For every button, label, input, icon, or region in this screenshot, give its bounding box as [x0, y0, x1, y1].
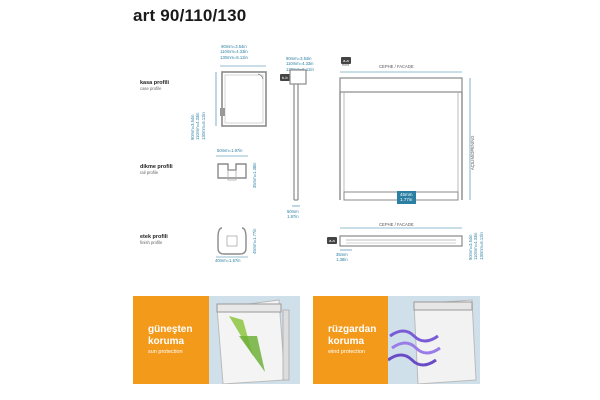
bottom-view-drawing [339, 227, 463, 251]
kasa-profile-label: kasa profili case profile [140, 80, 169, 91]
dikme-profile-sub: rail profile [140, 170, 159, 175]
etek-profile-label: etek profili finish profile [140, 234, 168, 245]
wind-protection-image [387, 296, 480, 384]
sun-banner-title-1: güneşten [148, 324, 193, 335]
side-view-bottom-dim: 50mm 1.97in [287, 209, 299, 220]
etek-height-dim: 45mm=1.77in [252, 228, 257, 255]
side-view-top-dims: 90mm=3.54in 110mm=4.33in 130mm=5.12in [286, 56, 314, 72]
dikme-width-dim: 50mm=1.97in [217, 148, 243, 153]
wind-protection-banner: rüzgardan koruma wind protection [313, 296, 480, 384]
dikme-profile-label: dikme profili rail profile [140, 164, 173, 175]
etek-profile-sub: finish profile [140, 240, 163, 245]
dikme-profile-drawing [216, 155, 248, 181]
etek-profile-drawing [216, 227, 248, 258]
side-view-badge: b-b [280, 74, 290, 81]
front-view-badge-sub: front [342, 63, 350, 67]
kasa-profile-drawing [215, 65, 267, 127]
bottom-view-badge: a-a [327, 237, 337, 244]
sun-screen-illustration [209, 296, 300, 384]
sun-protection-banner: güneşten koruma sun protection [133, 296, 300, 384]
wind-banner-title-2: koruma [328, 335, 365, 347]
kasa-profile-name: kasa profili [140, 80, 170, 86]
bottom-view-right-dims: 90mm=3.54in 110mm=4.33in 130mm=5.12in [468, 232, 484, 260]
side-view-drawing [289, 69, 307, 207]
wind-banner-title-1: rüzgardan [328, 324, 377, 335]
etek-profile-name: etek profili [140, 234, 168, 240]
front-view-side-label: AÇILIM/OPENING [470, 135, 475, 170]
sun-banner-title-2: koruma [148, 335, 185, 347]
kasa-height-dims: 90mm=3.54in 110mm=4.33in 130mm=5.12in [190, 112, 206, 140]
dikme-profile-name: dikme profili [140, 164, 173, 170]
kasa-width-dims: 90mm=3.54in 110mm=4.33in 130mm=5.12in [220, 44, 248, 60]
front-view-inner-dim: 45mm 1.77in [397, 191, 416, 204]
bottom-view-bottom-dim: 35mm 1.38in [336, 252, 348, 263]
etek-width-dim: 40mm=1.57in [215, 258, 241, 263]
sun-protection-image [209, 296, 300, 384]
dikme-height-dim: 35mm=1.38in [252, 162, 257, 189]
front-view-top-label: CEPHE / FACADE [379, 64, 414, 69]
page-title: art 90/110/130 [133, 6, 247, 25]
sun-banner-sub: sun protection [148, 349, 183, 355]
front-view-badge: a-a [341, 57, 351, 64]
kasa-profile-sub: case profile [140, 86, 162, 91]
wind-screen-illustration [387, 296, 480, 384]
wind-banner-sub: wind protection [328, 349, 365, 355]
bottom-view-top-label: CEPHE / FACADE [379, 222, 414, 227]
